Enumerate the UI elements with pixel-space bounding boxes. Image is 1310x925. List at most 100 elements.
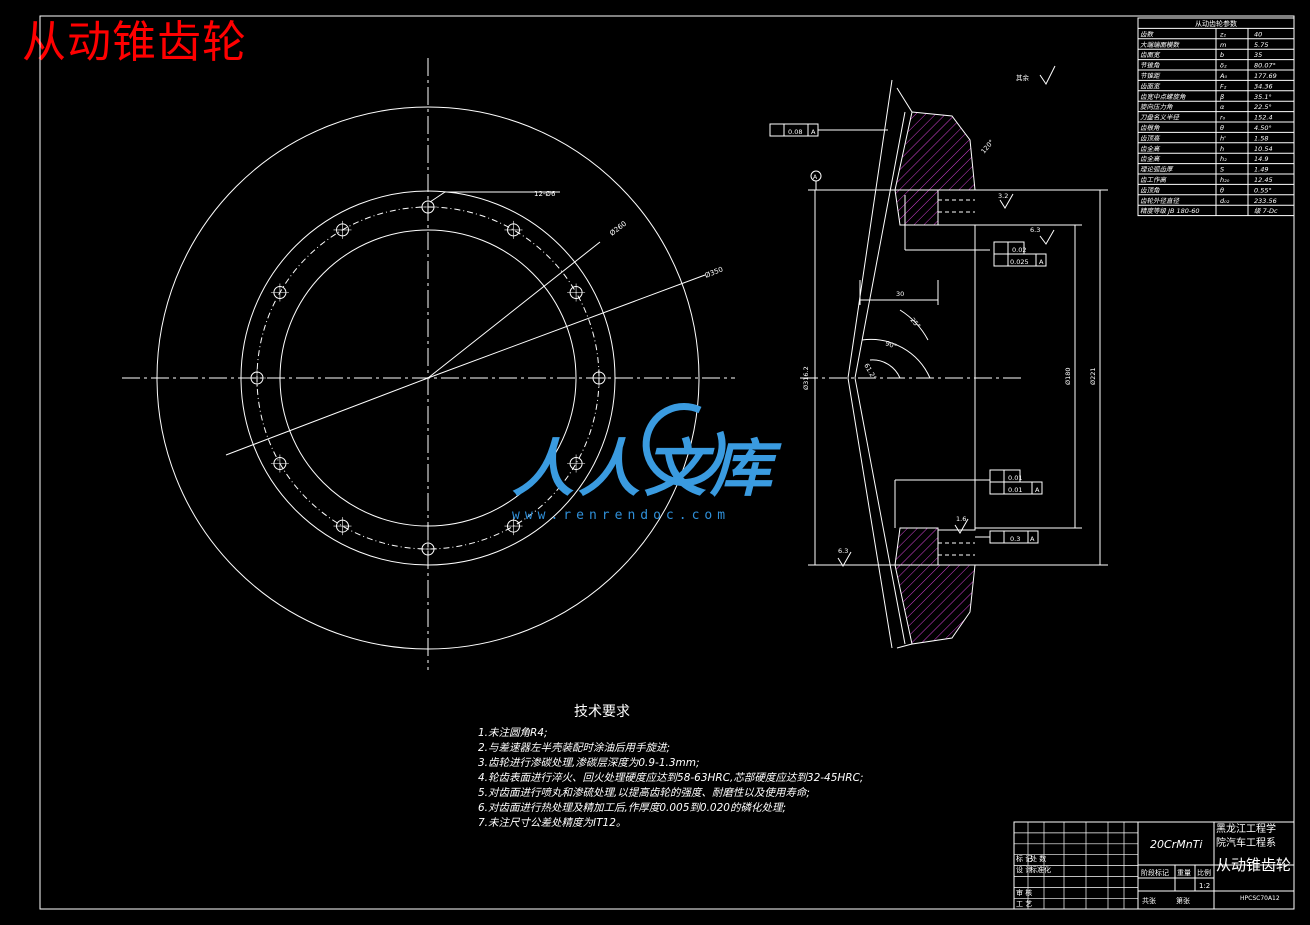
leader-pcd <box>427 241 601 379</box>
params-table-cell: 齿全高 <box>1140 145 1161 153</box>
params-table-cell: 80.07° <box>1254 62 1276 70</box>
tol-perp-a-value: 0.01 <box>1008 486 1022 494</box>
ra-mid-label: 1.6 <box>956 515 966 523</box>
ra-corner-mark <box>1039 65 1056 85</box>
ra-left-mark <box>1039 229 1055 245</box>
tb-school-2: 院汽车工程系 <box>1216 836 1276 849</box>
params-table-cell: 35 <box>1254 51 1262 59</box>
watermark-url: www.renrendoc.com <box>512 508 731 523</box>
leader-holes <box>429 191 446 203</box>
title-block <box>1013 821 1295 910</box>
params-table-cell: 齿工作高 <box>1140 176 1168 184</box>
params-table-cell: α <box>1220 103 1225 111</box>
params-table-cell: 34.36 <box>1254 82 1273 90</box>
pcd-label: Ø260 <box>608 220 628 238</box>
params-table-cell: 齿面宽 <box>1140 51 1161 59</box>
params-table-cell: 40 <box>1254 30 1262 38</box>
holes-label: 12-Ø6 <box>534 190 556 198</box>
tb-stage: 阶段标记 <box>1141 868 1169 877</box>
tol-perp-b-ref: A <box>1030 535 1035 543</box>
angle-arc-1 <box>861 338 931 379</box>
cone-bottom <box>847 377 893 649</box>
params-table-cell: 10.54 <box>1254 145 1273 153</box>
page-title: 从动锥齿轮 <box>22 17 247 68</box>
bolt-holes <box>248 198 608 558</box>
params-table-cell: h₂ <box>1220 155 1227 163</box>
tol-runout-top-value: 0.08 <box>788 128 802 136</box>
params-table-cell: 35.1° <box>1254 93 1272 101</box>
tb-row-label: 工 艺 <box>1016 900 1032 908</box>
front-view <box>122 58 735 670</box>
tb-row-label: 处 数 <box>1030 854 1046 863</box>
params-table-cell: h <box>1220 145 1224 153</box>
tb-row-label: 标准化 <box>1030 865 1051 874</box>
ra-corner-label: 其余 <box>1016 73 1030 82</box>
tol-runout-mid-ref: A <box>1039 258 1044 266</box>
dim-inner-label: Ø180 <box>1064 367 1072 385</box>
tol-perp-a-ref: A <box>1035 486 1040 494</box>
tb-sheets: 共张 <box>1142 896 1156 905</box>
params-table-cell: 刀盘名义半径 <box>1140 114 1180 122</box>
tol-frame-runout-mid <box>993 253 1047 267</box>
ra-mid-mark <box>954 518 969 534</box>
params-table-cell: 节锥距 <box>1140 72 1161 80</box>
ra-top-label: 3.2 <box>998 192 1008 200</box>
params-table-cell: β <box>1220 93 1224 101</box>
params-table-cell: r₀ <box>1220 114 1226 122</box>
tol-runout-mid-value: 0.025 <box>1010 258 1029 266</box>
ra-top-mark <box>999 193 1014 209</box>
params-table-cell: 齿轮外径直径 <box>1140 197 1180 205</box>
tb-material: 20CrMnTi <box>1150 838 1202 851</box>
ra-bot-label: 6.3 <box>838 547 848 555</box>
tech-item: 1.未注圆角R4; <box>478 727 548 739</box>
params-table-cell: S <box>1220 166 1224 174</box>
leader-outer <box>427 274 706 379</box>
tb-row-label: 标 记 <box>1016 854 1032 863</box>
leader-outer-left <box>225 377 429 456</box>
params-table-cell: 齿顶高 <box>1140 134 1161 142</box>
params-table-cell: m <box>1220 41 1226 49</box>
params-table-cell: 22.5° <box>1254 103 1272 111</box>
tb-sheet: 第张 <box>1176 896 1190 905</box>
cone-top <box>847 79 893 379</box>
params-table-cell: 理论弧齿厚 <box>1140 166 1174 174</box>
watermark-cn: 人人文库 <box>512 432 777 505</box>
tb-scale: 1:2 <box>1199 882 1210 890</box>
ra-bot-mark <box>837 551 852 567</box>
params-table-cell: 0.55° <box>1254 186 1272 194</box>
outer-dia-label: Ø350 <box>704 265 724 279</box>
params-table-cell: h' <box>1220 134 1226 142</box>
params-table-cell: 齿根角 <box>1140 124 1160 132</box>
params-table-cell: 齿宽中点螺旋角 <box>1140 93 1186 101</box>
tb-weight: 重量 <box>1177 869 1191 877</box>
dim-left-label: Ø316.2 <box>802 366 810 390</box>
params-table-cell: 旋向压力角 <box>1140 103 1173 111</box>
tb-part: 从动锥齿轮 <box>1216 856 1291 874</box>
tech-requirements: 技术要求 1.未注圆角R4; 2.与差速器左半壳装配时涂油后用手旋进; 3.齿轮… <box>478 705 863 831</box>
params-table-cell: 齿面宽 <box>1140 82 1161 90</box>
params-table-cell: 精度等级 JB 180-60 <box>1140 207 1200 215</box>
hatch-top <box>894 111 976 226</box>
params-table-cell: h₂₀ <box>1220 176 1230 184</box>
params-table-cell: 大端端面模数 <box>1140 41 1181 49</box>
params-table-title: 从动齿轮参数 <box>1195 19 1237 28</box>
angle-label-1: 90° <box>884 339 898 350</box>
params-table-cell: z₂ <box>1219 30 1226 38</box>
ra-left-label: 6.3 <box>1030 226 1040 234</box>
tol-frame-perp-a <box>989 481 1043 495</box>
dim-30-label: 30 <box>896 290 904 298</box>
datum-label: A <box>813 174 818 181</box>
tech-item: 2.与差速器左半壳装配时涂油后用手旋进; <box>478 742 671 754</box>
tb-school-1: 黑龙江工程学 <box>1216 822 1276 835</box>
tol-circ-value: 0.02 <box>1012 246 1026 254</box>
dim-right-label: Ø221 <box>1089 367 1097 385</box>
params-table-cell: F₂ <box>1220 82 1227 90</box>
params-table-cell: 1.49 <box>1254 166 1268 174</box>
tech-item: 6.对齿面进行热处理及精加工后,作厚度0.005到0.020的磷化处理; <box>478 802 787 814</box>
watermark-logo <box>642 403 726 486</box>
tol-flat-value: 0.01 <box>1008 474 1022 482</box>
drawing-border <box>39 15 1295 910</box>
params-table-cell: θ <box>1220 124 1224 132</box>
params-table-cell: 1.58 <box>1254 134 1268 142</box>
tb-code: HPCSC70A12 <box>1240 895 1280 902</box>
